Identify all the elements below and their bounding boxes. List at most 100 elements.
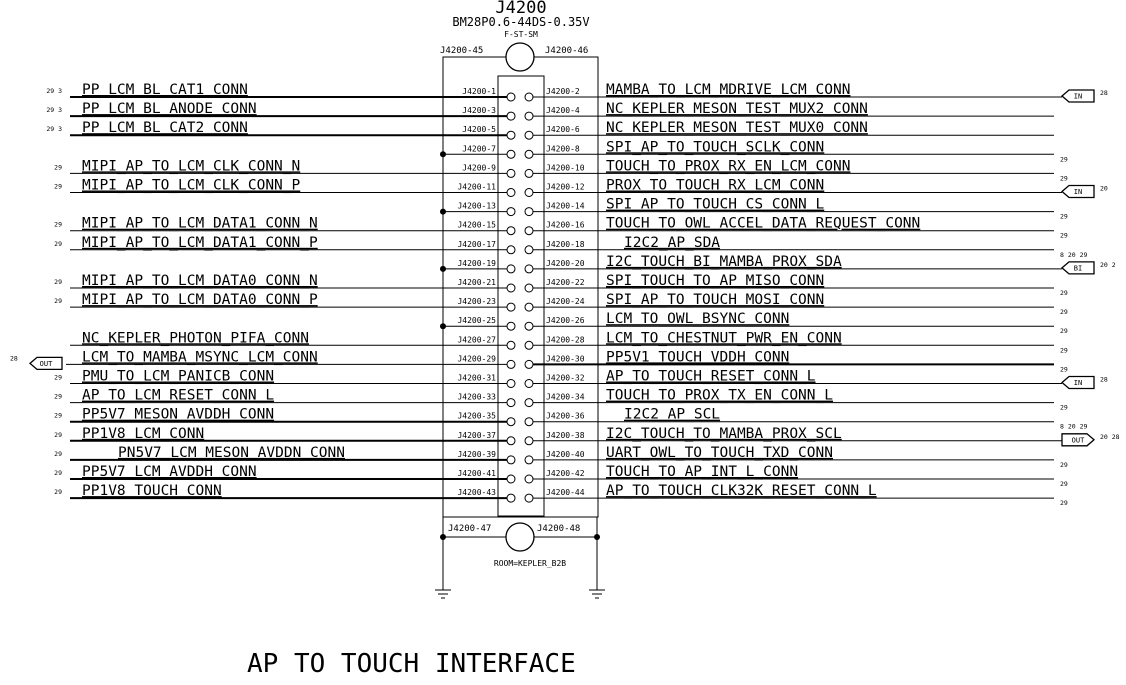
junction-dot	[440, 323, 446, 330]
connector-refdes: J4200	[495, 0, 546, 18]
pin-label: J4200-6	[546, 125, 580, 134]
net-label: PP5V7_MESON_AVDDH_CONN	[82, 407, 274, 423]
pin-contact	[524, 264, 534, 274]
pin-contact	[506, 130, 516, 140]
pin-contact	[524, 321, 534, 331]
pin-contact	[524, 398, 534, 408]
pin-contact	[506, 379, 516, 388]
pin-contact	[506, 302, 516, 312]
sheet-ref: 28	[1100, 89, 1108, 97]
net-label: I2C_TOUCH_BI_MAMBA_PROX_SDA	[606, 254, 842, 270]
pin-label: J4200-33	[457, 393, 496, 402]
port-flag-label: IN	[1074, 379, 1082, 387]
pin-contact	[506, 207, 516, 217]
net-label: PP_LCM_BL_CAT2_CONN	[82, 120, 248, 136]
pin-contact	[506, 455, 516, 465]
pin-label: J4200-30	[546, 354, 585, 363]
sheet-ref: 29	[54, 488, 62, 496]
connector-body	[442, 42, 599, 552]
sheet-ref: 29 3	[46, 87, 62, 95]
ground-icon	[435, 589, 451, 599]
sheet-ref: 29	[1060, 289, 1068, 297]
pin-label: J4200-2	[546, 87, 580, 96]
net-label: MAMBA_TO_LCM_MDRIVE_LCM_CONN	[606, 82, 850, 98]
pin-contact	[524, 111, 534, 121]
port-flag-label: BI	[1074, 264, 1082, 272]
sheet-ref: 29	[54, 393, 62, 401]
port-flag-label: IN	[1074, 188, 1082, 196]
net-label: PP_LCM_BL_ANODE_CONN	[82, 101, 257, 117]
pin-label: J4200-17	[457, 240, 496, 249]
net-label: TOUCH_TO_PROX_RX_EN_LCM_CONN	[606, 158, 850, 174]
port-flag-label: IN	[1074, 93, 1082, 101]
pin-contact	[506, 493, 516, 503]
mount-pin-label: J4200-47	[448, 524, 491, 534]
sheet-ref: 29	[54, 183, 62, 191]
pin-label: J4200-29	[457, 354, 496, 363]
net-label: PROX_TO_TOUCH_RX_LCM_CONN	[606, 178, 824, 194]
pin-contact	[506, 340, 516, 350]
pin-label: J4200-11	[457, 183, 496, 192]
net-label: MIPI_AP_TO_LCM_CLK_CONN_N	[82, 158, 300, 174]
sheet-ref: 29	[54, 412, 62, 420]
pin-label: J4200-27	[457, 335, 496, 344]
net-label: LCM_TO_MAMBA_MSYNC_LCM_CONN	[82, 349, 318, 365]
pin-label: J4200-8	[546, 144, 580, 153]
sheet-ref: 29 3	[46, 106, 62, 114]
net-label: SPI_TOUCH_TO_AP_MISO_CONN	[606, 273, 824, 289]
sheet-ref: 29	[1060, 174, 1068, 182]
pin-label: J4200-34	[546, 393, 585, 402]
pin-label: J4200-23	[457, 297, 496, 306]
pin-contact	[524, 149, 534, 159]
pin-label: J4200-39	[457, 450, 496, 459]
pin-label: J4200-25	[457, 316, 496, 325]
net-label: LCM_TO_CHESTNUT_PWR_EN_CONN	[606, 330, 842, 346]
net-label: TOUCH_TO_OWL_ACCEL_DATA_REQUEST_CONN	[606, 216, 920, 232]
net-label: TOUCH_TO_AP_INT_L_CONN	[606, 464, 798, 480]
net-label: MIPI_AP_TO_LCM_DATA0_CONN_P	[82, 292, 318, 308]
sheet-ref: 29	[1060, 155, 1068, 163]
sheet-ref: 29	[1060, 327, 1068, 335]
pin-contact	[506, 149, 516, 159]
mounting-hole-bottom	[505, 522, 535, 552]
sheet-ref: 28	[1100, 376, 1108, 384]
pin-label: J4200-28	[546, 335, 585, 344]
connector-part-number: BM28P0.6-44DS-0.35V	[452, 15, 589, 29]
sheet-ref: 29	[54, 450, 62, 458]
pin-contact	[524, 436, 534, 446]
sheet-ref: 29	[54, 240, 62, 248]
pin-label: J4200-24	[546, 297, 585, 306]
pin-contact	[506, 321, 516, 331]
in-port-flag	[1061, 375, 1095, 390]
pin-contact	[506, 398, 516, 408]
net-label: AP_TO_TOUCH_CLK32K_RESET_CONN_L	[606, 483, 877, 499]
pin-contact	[524, 168, 534, 178]
port-flag-label: OUT	[1072, 436, 1085, 444]
in-port-flag	[1061, 89, 1095, 103]
pin-contact	[506, 474, 516, 484]
pin-label: J4200-42	[546, 469, 585, 478]
sheet-ref: 29	[1060, 365, 1068, 373]
sheet-ref: 29	[1060, 346, 1068, 354]
pin-label: J4200-12	[546, 183, 585, 192]
sheet-ref: 29	[54, 278, 62, 286]
pin-label: J4200-37	[457, 431, 496, 440]
ground-icon	[589, 589, 605, 599]
mount-pin-label: J4200-46	[545, 46, 588, 56]
sheet-ref: 29	[54, 374, 62, 382]
junction-dot	[440, 151, 446, 158]
pin-contact	[506, 283, 516, 293]
pin-label: J4200-44	[546, 488, 585, 497]
sheet-ref: 29	[54, 221, 62, 229]
pin-contact	[524, 359, 534, 369]
pin-contact	[524, 302, 534, 312]
sheet-ref: 29	[1060, 213, 1068, 221]
pin-contact	[524, 226, 534, 236]
net-label: AP_TO_TOUCH_RESET_CONN_L	[606, 369, 816, 385]
pin-label: J4200-19	[457, 259, 496, 268]
pin-contact	[506, 417, 516, 427]
sheet-ref: 29	[1060, 308, 1068, 316]
sheet-ref: 20	[1100, 185, 1108, 193]
sheet-ref: 29	[1060, 480, 1068, 488]
